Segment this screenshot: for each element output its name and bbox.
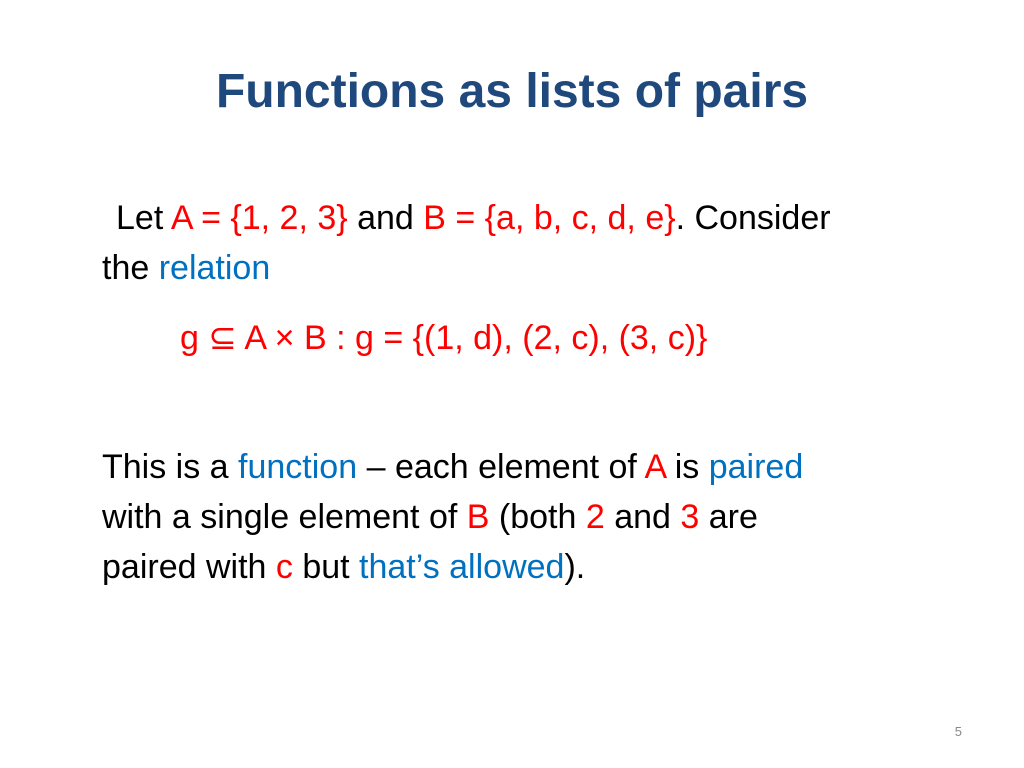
term-function: function [238, 448, 358, 486]
text-run: . Consider [675, 199, 831, 237]
page-number: 5 [954, 724, 962, 739]
set-b-ref: B [466, 498, 490, 536]
set-b-definition: B = {a, b, c, d, e} [423, 199, 676, 237]
text-run: ). [564, 548, 586, 586]
paragraph-function: This is a function – each element of A i… [102, 442, 982, 592]
relation-formula: g ⊆ A × B : g = {(1, d), (2, c), (3, c)} [180, 319, 708, 357]
term-thats-allowed: that’s allowed [359, 548, 565, 586]
set-a-ref: A [644, 448, 666, 486]
term-paired: paired [708, 448, 804, 486]
term-relation: relation [158, 249, 271, 287]
text-run: Let [116, 199, 171, 237]
paragraph-sets: Let A = {1, 2, 3} and B = {a, b, c, d, e… [102, 193, 982, 293]
set-a-definition: A = {1, 2, 3} [170, 199, 348, 237]
paragraph-line: Let A = {1, 2, 3} and B = {a, b, c, d, e… [102, 193, 982, 243]
paragraph-line: the relation [102, 243, 982, 293]
text-run: – each element of [357, 448, 645, 486]
paragraph-line: This is a function – each element of A i… [102, 442, 982, 492]
text-run: but [292, 548, 360, 586]
text-run: paired with [102, 548, 276, 586]
text-run: This is a [102, 448, 239, 486]
text-run: are [699, 498, 758, 536]
element-2: 2 [585, 498, 605, 536]
element-3: 3 [680, 498, 700, 536]
paragraph-line: paired with c but that’s allowed). [102, 542, 982, 592]
element-c: c [275, 548, 293, 586]
slide-title: Functions as lists of pairs [215, 65, 809, 118]
text-run: and [604, 498, 681, 536]
text-run: is [665, 448, 709, 486]
paragraph-line: with a single element of B (both 2 and 3… [102, 492, 982, 542]
text-run: and [347, 199, 424, 237]
text-run: the [102, 249, 159, 287]
text-run: (both [489, 498, 586, 536]
text-run: with a single element of [102, 498, 467, 536]
